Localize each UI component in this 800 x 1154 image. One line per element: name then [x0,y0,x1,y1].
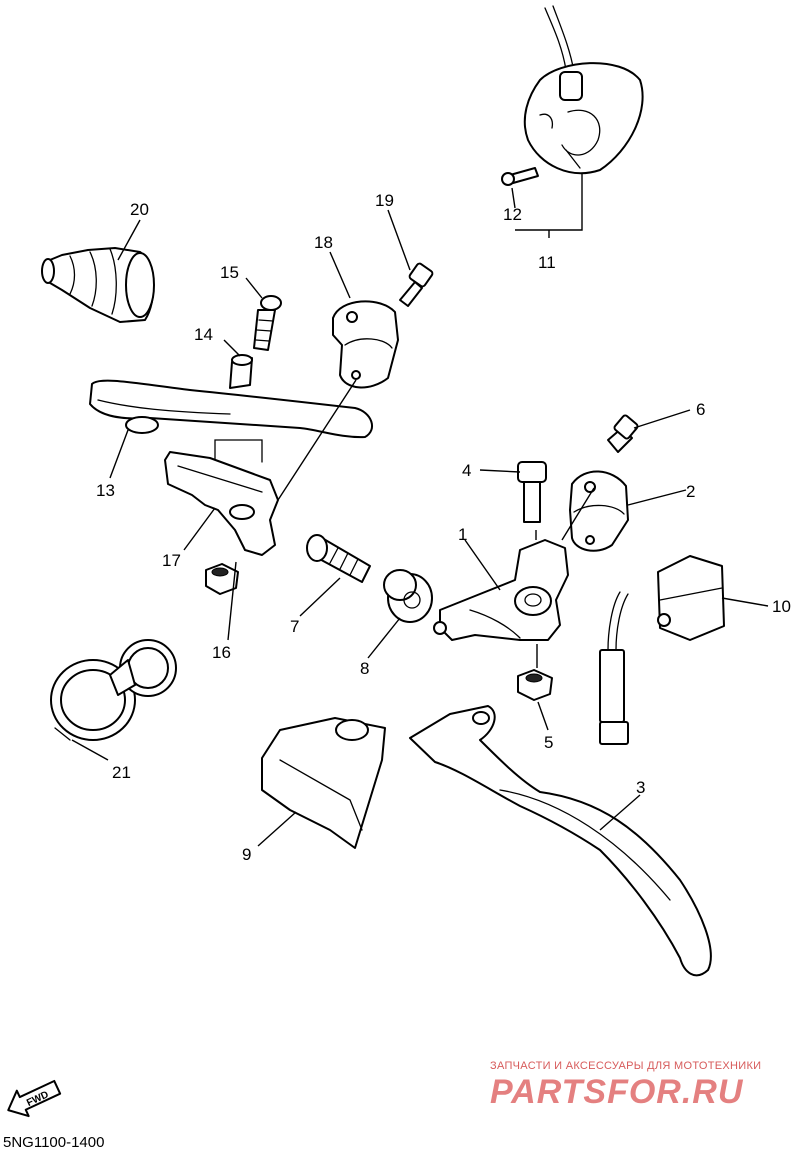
part-1-lever-holder [433,539,569,641]
callout-7: 7 [290,617,299,636]
part-20-boot [41,247,155,323]
callout-10: 10 [772,597,791,616]
callout-12: 12 [503,205,522,224]
callout-5: 5 [544,733,553,752]
callout-14: 14 [194,325,213,344]
callout-20: 20 [130,200,149,219]
part-8-adjuster [383,569,433,623]
callout-2: 2 [686,482,695,501]
callout-8: 8 [360,659,369,678]
part-3-lever [409,705,712,977]
part-10-switch [599,555,725,745]
part-19-bolt [399,262,434,307]
callout-1: 1 [458,525,467,544]
callout-3: 3 [636,778,645,797]
part-6-bolt [607,414,639,453]
callout-16: 16 [212,643,231,662]
callout-13: 13 [96,481,115,500]
part-15-screw [253,295,282,351]
part-4-bolt [517,461,547,523]
part-5-nut [517,669,553,701]
part-14-collar [229,354,253,389]
callout-17: 17 [162,551,181,570]
part-21-clamp [50,639,177,741]
drawing-code: 5NG1100-1400 [3,1134,105,1151]
part-2-holder [569,470,629,552]
callout-15: 15 [220,263,239,282]
callout-6: 6 [696,400,705,419]
part-17-holder [164,439,279,556]
watermark-tagline: ЗАПЧАСТИ И АКСЕССУАРЫ ДЛЯ МОТОТЕХНИКИ [490,1060,762,1072]
callout-11: 11 [538,253,556,272]
part-13-lever [89,379,374,439]
callout-21: 21 [112,763,131,782]
callout-9: 9 [242,845,251,864]
part-7-bolt [306,534,371,583]
part-18-holder [332,300,399,389]
fwd-arrow-icon: FWD [7,1079,62,1118]
callout-labels: 1 2 3 4 5 6 7 8 9 10 11 12 13 14 15 16 1… [96,191,791,864]
callout-18: 18 [314,233,333,252]
callout-4: 4 [462,461,471,480]
watermark-brand: PARTSFOR.RU [490,1073,744,1111]
part-16-nut [205,563,239,595]
leader-lines [71,174,769,847]
part-12-screw [501,167,539,186]
part-9-cover [261,717,386,849]
callout-19: 19 [375,191,394,210]
part-11-switch-assembly [523,5,644,175]
